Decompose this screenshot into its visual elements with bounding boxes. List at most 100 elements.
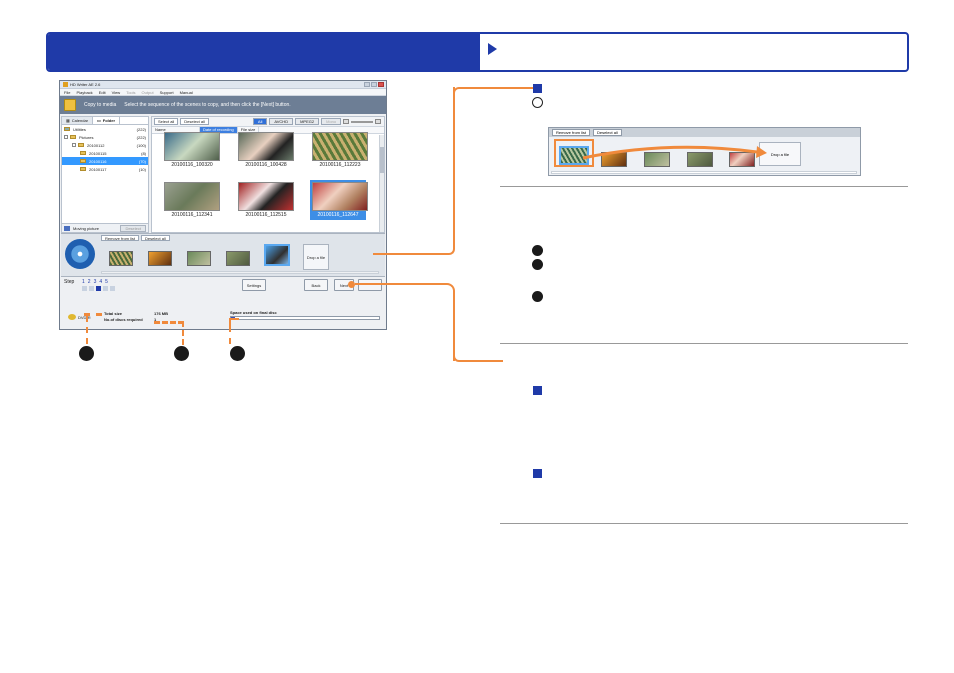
tray-scene-item-selected[interactable] xyxy=(264,244,290,266)
scene-thumbnail-image xyxy=(238,182,294,211)
step-progress xyxy=(82,286,115,291)
folder-icon xyxy=(80,151,86,155)
inset-remove-from-list-button[interactable]: Remove from list xyxy=(552,129,591,136)
title-bar: HD Writer AE 2.6 xyxy=(60,81,386,89)
connector-line xyxy=(355,283,455,361)
format-avchd-button[interactable]: AVCHD xyxy=(269,118,294,125)
maximize-icon[interactable] xyxy=(371,82,377,87)
app-window: HD Writer AE 2.6 File Playback Edit View… xyxy=(59,80,387,330)
settings-button[interactable]: Settings xyxy=(242,279,266,291)
connector-dot xyxy=(348,281,355,288)
scene-thumbnail-image xyxy=(164,132,220,161)
menu-manual[interactable]: Manual xyxy=(179,89,193,95)
media-type: DVD-R xyxy=(78,315,91,320)
blue-square-icon xyxy=(533,469,542,478)
tray-scene-item[interactable] xyxy=(187,251,211,266)
sidebar-footer: Moving picture Deselect xyxy=(62,223,148,232)
thumbnail-item[interactable]: 20100116_100428 xyxy=(238,132,294,168)
expand-icon[interactable] xyxy=(72,143,76,147)
tab-calendar[interactable]: ▦ Calendar xyxy=(62,117,94,124)
menu-edit[interactable]: Edit xyxy=(98,89,106,95)
tree-item-20100117[interactable]: 20100117 (10) xyxy=(62,165,148,173)
inset-scene-item[interactable] xyxy=(644,152,670,167)
blue-square-icon xyxy=(533,386,542,395)
thumbnail-item[interactable]: 20100116_100320 xyxy=(164,132,220,168)
app-icon xyxy=(63,82,68,87)
moving-picture-icon xyxy=(64,225,70,231)
menu-view[interactable]: View xyxy=(111,89,121,95)
mode-banner: Copy to media Select the sequence of the… xyxy=(60,96,386,114)
thumbnail-size-slider[interactable] xyxy=(351,120,374,123)
tree-item-20100116[interactable]: 20100116 (70) xyxy=(62,157,148,165)
format-all-button[interactable]: All xyxy=(252,118,268,125)
zoom-icon[interactable] xyxy=(375,119,382,124)
circle-number-icon xyxy=(532,245,543,256)
menu-support[interactable]: Support xyxy=(159,89,174,95)
discs-required-value: 1 xyxy=(154,317,157,322)
format-mpeg2-button[interactable]: MPEG2 xyxy=(295,118,320,125)
tray-scene-item[interactable] xyxy=(109,251,133,266)
sort-file-size[interactable]: File size xyxy=(238,127,260,133)
circle-number-icon xyxy=(532,97,543,108)
step-label: Step xyxy=(64,279,75,285)
inset-drop-a-file-area[interactable]: Drop a file xyxy=(759,142,801,166)
marker-dash xyxy=(86,316,88,344)
menu-output[interactable]: Output xyxy=(141,89,154,95)
callout-number-icon xyxy=(230,346,245,361)
window-controls xyxy=(364,82,386,87)
tray-scene-item[interactable] xyxy=(148,251,172,266)
thumbnail-item[interactable]: 20100116_112223 xyxy=(312,132,368,168)
vertical-scrollbar[interactable] xyxy=(379,135,384,232)
view-mode-icon[interactable] xyxy=(343,119,350,124)
sort-name[interactable]: Name xyxy=(152,127,200,133)
thumbnail-item[interactable]: 20100116_112341 xyxy=(164,182,220,218)
inset-deselect-all-button[interactable]: Deselect all xyxy=(593,129,622,136)
tree-item-utilities[interactable]: Utilities (222) xyxy=(62,125,148,133)
tray-deselect-all-button[interactable]: Deselect all xyxy=(141,235,170,241)
drop-a-file-area[interactable]: Drop a file xyxy=(303,244,329,270)
folder-icon xyxy=(70,135,76,139)
divider xyxy=(500,186,908,187)
tab-folder[interactable]: ▭ Folder xyxy=(93,117,121,124)
menu-file[interactable]: File xyxy=(64,89,71,95)
remove-from-list-button[interactable]: Remove from list xyxy=(101,235,140,241)
discs-required-label: No.of discs required xyxy=(104,317,143,322)
step-numbers: 1 2 3 4 5 xyxy=(82,279,108,285)
menu-playback[interactable]: Playback xyxy=(76,89,93,95)
circle-number-icon xyxy=(532,291,543,302)
marker-dash xyxy=(229,318,239,328)
minimize-icon[interactable] xyxy=(364,82,370,87)
tray-horizontal-scrollbar[interactable] xyxy=(101,271,379,274)
tray-toolbar: Remove from list Deselect all xyxy=(101,235,170,241)
thumbnail-item-selected[interactable]: 20100116_112647 xyxy=(310,180,368,220)
deselect-button[interactable]: Deselect xyxy=(120,224,146,232)
inset-horizontal-scrollbar[interactable] xyxy=(551,171,857,174)
total-size-value: 176 MB xyxy=(154,311,169,316)
format-mono-button[interactable]: Mono xyxy=(321,118,342,125)
media-icon xyxy=(68,314,76,320)
expand-icon[interactable] xyxy=(64,135,68,139)
arrow-right-icon xyxy=(488,43,497,55)
close-icon[interactable] xyxy=(378,82,384,87)
tree-item-20100115[interactable]: 20100115 (8) xyxy=(62,149,148,157)
callout-number-icon xyxy=(79,346,94,361)
inset-scene-item[interactable] xyxy=(729,152,755,167)
scene-thumbnail-image xyxy=(238,132,294,161)
tree-item-pictures[interactable]: Pictures (222) xyxy=(62,133,148,141)
deselect-all-button[interactable]: Deselect all xyxy=(180,118,209,125)
menu-tools[interactable]: Tools xyxy=(126,89,136,95)
step-navigation: Step 1 2 3 4 5 Settings Back Next xyxy=(62,279,384,295)
sort-date-of-recording[interactable]: Date of recording xyxy=(200,127,238,133)
tray-scene-item[interactable] xyxy=(226,251,250,266)
scrollbar-thumb[interactable] xyxy=(380,147,384,173)
space-used-label: Space used on final disc xyxy=(230,310,277,315)
scene-thumbnail-image xyxy=(312,182,368,211)
back-button[interactable]: Back xyxy=(304,279,328,291)
utilities-icon xyxy=(64,127,70,131)
header-title-bar xyxy=(48,34,480,70)
tree-item-20100112[interactable]: 20100112 (100) xyxy=(62,141,148,149)
select-all-button[interactable]: Select all xyxy=(154,118,179,125)
inset-scene-item[interactable] xyxy=(687,152,713,167)
thumbnail-item[interactable]: 20100116_112515 xyxy=(238,182,294,218)
folder-icon xyxy=(80,167,86,171)
